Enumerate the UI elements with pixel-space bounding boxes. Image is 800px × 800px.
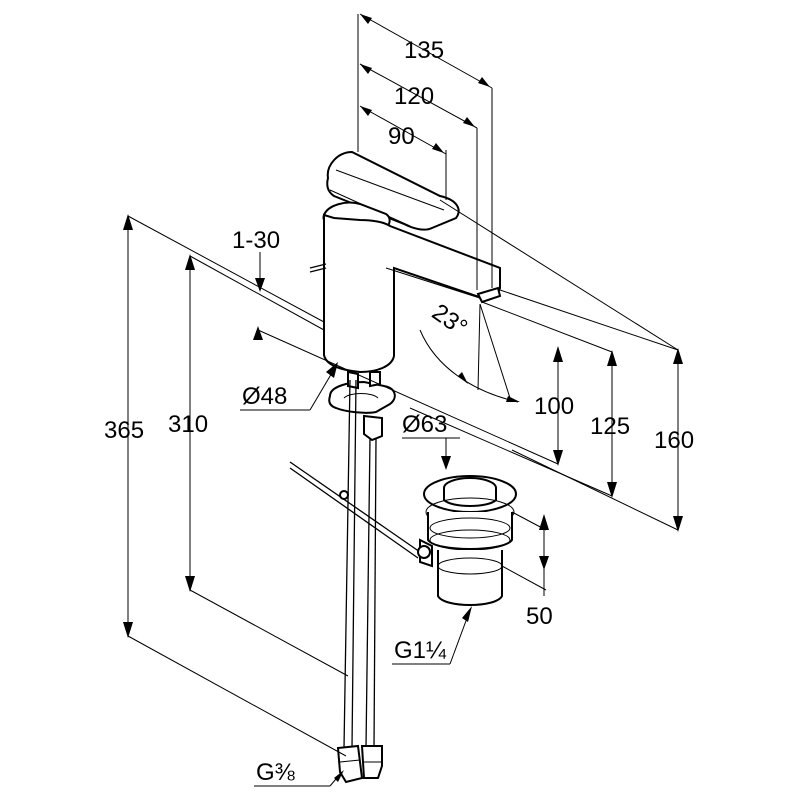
dim-d63-label: Ø63 [402,411,447,438]
dim-50-label: 50 [526,603,553,630]
dim-120-label: 120 [394,83,434,110]
dim-g3-8-label: G⅜ [256,759,296,786]
dim-135-label: 135 [404,37,444,64]
dim-d48-label: Ø48 [242,383,287,410]
dim-90-label: 90 [388,123,415,150]
dim-160-label: 160 [654,427,694,454]
dim-100-label: 100 [534,393,574,420]
angle-arc [420,330,518,402]
dim-g1-1-4-label: G1¼ [394,637,447,664]
faucet-icon [310,152,500,782]
dim-23-label: 23° [427,299,472,342]
pop-up-waste-icon [418,476,516,605]
dim-125-label: 125 [590,413,630,440]
dim-365-label: 365 [104,417,144,444]
dim-1-30-label: 1-30 [232,227,280,254]
dim-310-label: 310 [168,411,208,438]
